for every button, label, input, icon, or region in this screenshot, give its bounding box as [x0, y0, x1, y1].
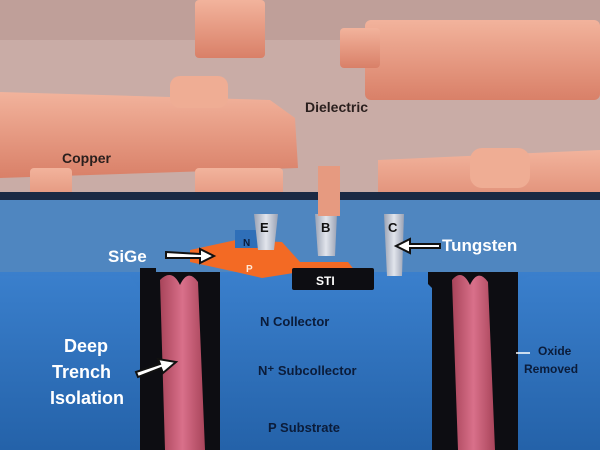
deep-trench-label-line2: Trench	[52, 362, 111, 382]
sti-label: STI	[316, 274, 335, 288]
tungsten-label: Tungsten	[442, 236, 517, 255]
emitter-label: E	[260, 220, 269, 235]
emitter-n-region	[235, 230, 263, 248]
n-collector-label: N Collector	[260, 314, 329, 329]
p-region-label: P	[246, 264, 253, 275]
base-label: B	[321, 220, 330, 235]
p-substrate-label: P Substrate	[268, 420, 340, 435]
dielectric-label: Dielectric	[305, 99, 368, 115]
n-plus-subcollector-label: N⁺ Subcollector	[258, 363, 357, 378]
right-silicon-island	[518, 276, 600, 450]
collector-island	[220, 276, 432, 450]
n-region-label: N	[243, 238, 250, 249]
sti-region	[292, 268, 374, 290]
oxide-removed-label-line1: Oxide	[538, 344, 572, 358]
oxide-removed-label-line2: Removed	[524, 362, 578, 376]
deep-trench-fill	[160, 275, 495, 450]
collector-contact-label: C	[388, 220, 398, 235]
deep-trench-label-line3: Isolation	[50, 388, 124, 408]
annotation-arrows	[134, 237, 441, 379]
copper-upper-layer	[195, 0, 600, 100]
left-silicon-island	[0, 276, 140, 450]
sige-label: SiGe	[108, 247, 147, 266]
copper-label: Copper	[62, 150, 112, 166]
tungsten-contacts	[254, 166, 404, 276]
deep-trench-label-line1: Deep	[64, 336, 108, 356]
